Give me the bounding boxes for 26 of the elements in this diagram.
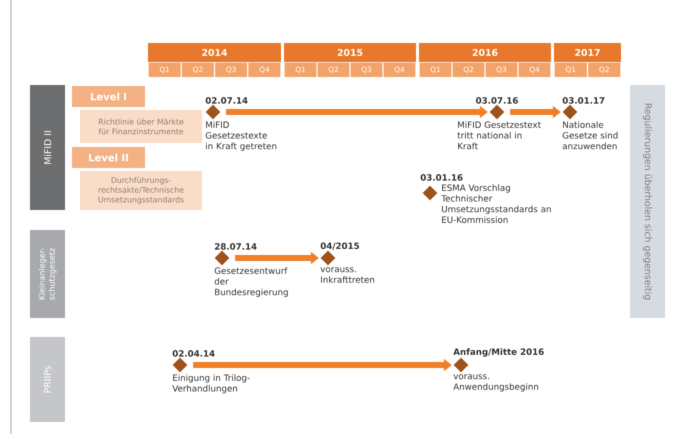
date-label: 02.04.14: [172, 350, 215, 357]
milestone-description: MiFID Gesetzestext tritt national in Kraft: [458, 121, 541, 150]
date-label: 02.07.14: [206, 97, 248, 104]
level-tab: Level II: [72, 147, 145, 168]
milestone-description: Einigung in Trilog-Verhandlungen: [172, 374, 250, 394]
category-band: PRIIPs: [30, 337, 65, 422]
date-label: 03.07.16: [476, 97, 518, 104]
category-band: Kleinanleger-schutzgesetz: [30, 230, 65, 318]
date-label: Anfang/Mitte 2016: [453, 348, 544, 357]
milestone-description: vorauss. Anwendungsbeginn: [453, 374, 538, 392]
date-label: 04/2015: [320, 242, 359, 250]
year-header: 2017: [554, 43, 621, 62]
side-band: Regulierungen überholen sich gegenseitig: [630, 85, 665, 318]
milestone-description: Nationale Gesetze sind anzuwenden: [562, 121, 618, 150]
category-band: MiFID II: [30, 85, 65, 210]
date-label: 03.01.17: [562, 97, 604, 104]
milestone-description: MiFID Gesetzestexte in Kraft getreten: [206, 121, 276, 151]
milestone-description: vorauss. Inkrafttreten: [320, 267, 374, 283]
milestone-description: Gesetzesentwurf der Bundesregierung: [214, 267, 288, 297]
level-tab: Level I: [72, 86, 145, 107]
date-label: 03.01.16: [420, 174, 463, 181]
year-header: 2015: [284, 43, 416, 62]
year-header: 2014: [148, 43, 281, 62]
milestone-description: ESMA Vorschlag Technischer Umsetzungsstandards an EU-Kommission: [441, 184, 551, 223]
date-label: 28.07.14: [214, 243, 257, 250]
year-header: 2016: [419, 43, 551, 62]
